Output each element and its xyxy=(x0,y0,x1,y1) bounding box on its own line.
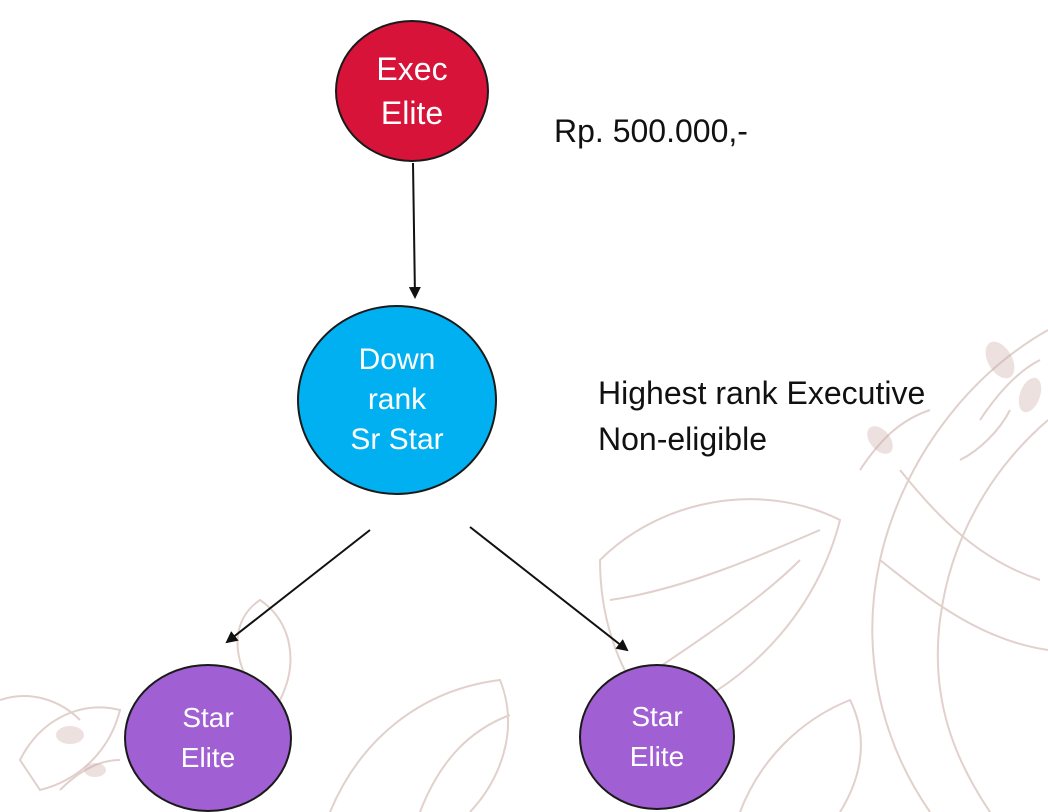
node-label-line: Down xyxy=(358,343,436,376)
node-label-line: rank xyxy=(367,383,427,416)
note-rank-line: Non-eligible xyxy=(598,421,767,457)
node-exec-elite: Exec Elite xyxy=(335,20,489,162)
node-down-rank: Down rank Sr Star xyxy=(297,305,497,495)
note-rank-line: Highest rank Executive xyxy=(598,375,926,411)
arrow-exec-to-down xyxy=(408,162,421,299)
node-label-line: Elite xyxy=(180,742,236,773)
node-star-elite-left: Star Elite xyxy=(124,664,292,812)
note-rank-eligibility: Highest rank Executive Non-eligible xyxy=(598,370,925,462)
arrow-down-to-star-right xyxy=(469,526,629,652)
node-label-line: Elite xyxy=(629,741,685,772)
arrow-down-to-star-left xyxy=(225,529,371,644)
node-star-elite-right: Star Elite xyxy=(579,664,735,810)
note-amount-text: Rp. 500.000,- xyxy=(554,113,748,149)
node-label-line: Star xyxy=(182,702,234,733)
node-label-line: Sr Star xyxy=(350,423,444,456)
node-label-line: Elite xyxy=(380,95,444,131)
node-label-line: Star xyxy=(631,701,683,732)
note-amount: Rp. 500.000,- xyxy=(554,108,748,154)
node-label-line: Exec xyxy=(376,51,448,87)
